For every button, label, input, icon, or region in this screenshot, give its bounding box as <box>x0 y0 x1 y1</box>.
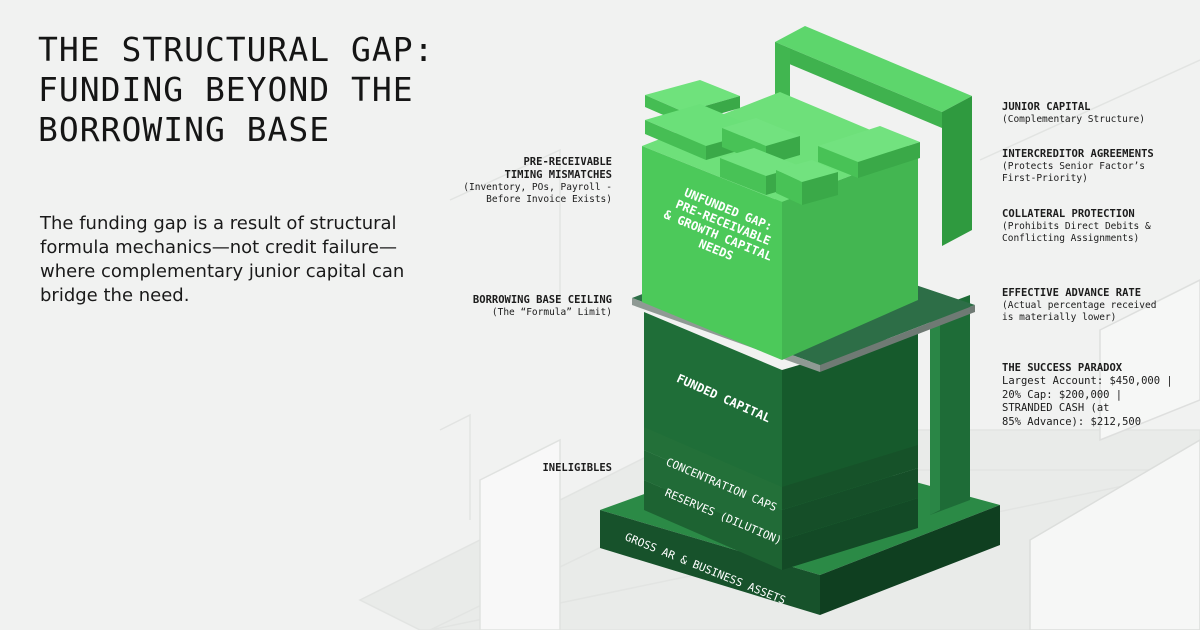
label-sub: 85% Advance): $212,500 <box>1002 415 1142 428</box>
label-sub: 20% Cap: $200,000 | <box>1002 388 1123 401</box>
label-sub: Before Invoice Exists) <box>486 194 612 205</box>
label-intercreditor: INTERCREDITOR AGREEMENTS (Protects Senio… <box>1002 148 1154 185</box>
gap-blocks <box>645 80 920 205</box>
intro-paragraph: The funding gap is a result of structura… <box>40 213 405 306</box>
label-sub: (Actual percentage received <box>1002 300 1157 311</box>
label-borrowing-base-ceiling: BORROWING BASE CEILING (The “Formula” Li… <box>473 294 612 319</box>
label-sub: (Inventory, POs, Payroll - <box>463 182 612 193</box>
label-heading: PRE-RECEIVABLE <box>523 156 612 168</box>
label-junior-capital: JUNIOR CAPITAL (Complementary Structure) <box>1002 101 1145 126</box>
label-sub: (Complementary Structure) <box>1002 114 1145 125</box>
label-effective-advance-rate: EFFECTIVE ADVANCE RATE (Actual percentag… <box>1002 287 1156 324</box>
label-sub: Conflicting Assignments) <box>1002 233 1140 244</box>
label-heading: EFFECTIVE ADVANCE RATE <box>1002 287 1142 299</box>
label-success-paradox: THE SUCCESS PARADOX Largest Account: $45… <box>1002 362 1173 429</box>
label-sub: Largest Account: $450,000 | <box>1002 375 1173 387</box>
label-ineligibles: INELIGIBLES <box>542 462 612 475</box>
label-sub: STRANDED CASH (at <box>1002 402 1110 414</box>
label-heading: TIMING MISMATCHES <box>504 169 612 181</box>
label-heading: INELIGIBLES <box>542 462 612 474</box>
label-heading: BORROWING BASE CEILING <box>472 294 612 306</box>
title-line: THE STRUCTURAL GAP: <box>38 30 435 69</box>
page-title: THE STRUCTURAL GAP: FUNDING BEYOND THE B… <box>38 30 558 150</box>
title-line: FUNDING BEYOND THE <box>38 70 414 109</box>
label-sub: is materially lower) <box>1002 312 1117 323</box>
label-sub: (The “Formula” Limit) <box>491 307 612 318</box>
title-line: BORROWING BASE <box>38 110 331 149</box>
label-heading: THE SUCCESS PARADOX <box>1002 362 1123 374</box>
label-sub: (Prohibits Direct Debits & <box>1002 221 1151 232</box>
label-pre-receivable: PRE-RECEIVABLE TIMING MISMATCHES (Invent… <box>463 156 612 206</box>
label-heading: COLLATERAL PROTECTION <box>1002 208 1135 220</box>
label-heading: JUNIOR CAPITAL <box>1002 101 1091 113</box>
label-sub: (Protects Senior Factor’s <box>1002 161 1145 172</box>
label-heading: INTERCREDITOR AGREEMENTS <box>1002 148 1154 160</box>
label-sub: First-Priority) <box>1002 173 1088 184</box>
label-collateral-protection: COLLATERAL PROTECTION (Prohibits Direct … <box>1002 208 1151 245</box>
